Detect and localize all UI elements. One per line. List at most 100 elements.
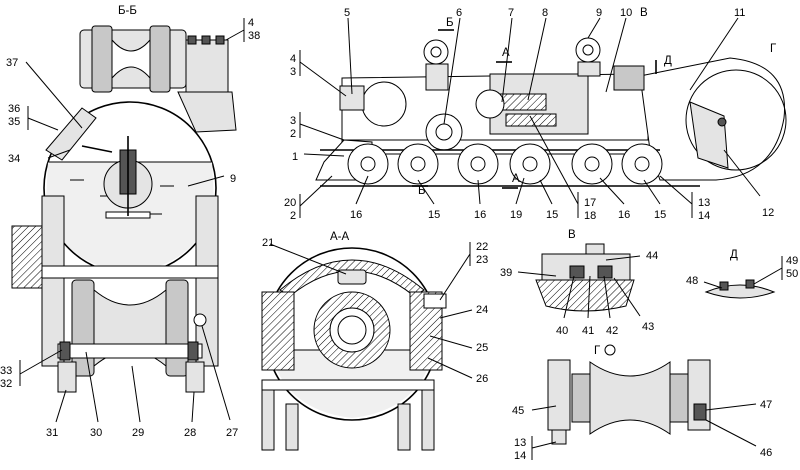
- leader-9-top: [587, 17, 601, 39]
- drive-box-v: [613, 65, 645, 91]
- callout-23: 23: [476, 254, 488, 266]
- leader-46: [705, 419, 757, 447]
- fill-cap-flange: [45, 107, 97, 161]
- callout-24: 24: [476, 304, 488, 316]
- upper-roller-left-hub: [430, 46, 442, 58]
- leader-42: [603, 275, 611, 319]
- leader-40: [563, 275, 575, 319]
- leader-11: [689, 17, 739, 91]
- callout-48: 48: [686, 275, 698, 287]
- callout-18: 18: [584, 210, 596, 222]
- lower-crossbar: [41, 265, 219, 279]
- leader-36-35: [27, 117, 59, 131]
- leader-48: [703, 281, 723, 289]
- callout-26: 26: [476, 373, 488, 385]
- callout-28: 28: [184, 427, 196, 439]
- callout-6: 6: [456, 7, 462, 19]
- callout-2: 2: [290, 128, 296, 140]
- leader-16b: [477, 179, 481, 205]
- callout-42: 42: [606, 325, 618, 337]
- leader-22-23: [439, 253, 471, 301]
- right-foot: [185, 361, 205, 393]
- leader-26: [427, 357, 473, 379]
- callout-3b: 3: [290, 115, 296, 127]
- track-roller-5: [571, 143, 613, 185]
- leader-3-2: [299, 123, 345, 141]
- d-cover-plate: [704, 284, 776, 299]
- upper-roller-right-stand: [577, 61, 601, 77]
- callout-15c: 15: [654, 209, 666, 221]
- track-roller-1: [347, 143, 389, 185]
- view-d-detail: Д: [704, 249, 776, 299]
- callout-13-g: 13: [514, 437, 526, 449]
- callout-19: 19: [510, 209, 522, 221]
- view-g-title: Г: [594, 345, 601, 357]
- view-g-labels: 45 47 46 13 14: [512, 399, 772, 462]
- g-right-flange: [669, 373, 689, 423]
- view-v-labels: 44 39 40 41 42 43: [500, 250, 658, 337]
- leader-8: [527, 17, 547, 101]
- aa-shaft: [329, 307, 375, 353]
- leader-12: [723, 149, 761, 197]
- callout-49: 49: [786, 255, 798, 267]
- bracket-bolt-right: [215, 35, 225, 45]
- leader-28: [191, 391, 195, 423]
- callout-40: 40: [556, 325, 568, 337]
- callout-3: 3: [290, 66, 296, 78]
- track-roller-3: [457, 143, 499, 185]
- callout-8: 8: [542, 7, 548, 19]
- v-body: [541, 253, 631, 281]
- side-view-leaders: [299, 17, 761, 218]
- leader-45: [531, 405, 557, 411]
- grease-fitting: [193, 313, 207, 327]
- view-v-detail: В: [535, 229, 635, 312]
- top-roller-bracket: [185, 39, 229, 93]
- leader-49-50: [753, 267, 783, 285]
- leader-1: [303, 153, 345, 157]
- top-roller-groove: [111, 38, 151, 80]
- mark-a-bottom: А: [512, 173, 520, 185]
- callout-35: 35: [8, 116, 20, 128]
- gearbox-lower-hatch: [505, 113, 557, 127]
- view-v-title: В: [568, 229, 576, 241]
- aa-inner-leg-left: [285, 403, 299, 451]
- track-roller-4-hub: [522, 156, 538, 172]
- idler-wheel-outline: [685, 69, 787, 171]
- side-view-labels: 5 4 3 3 2 1 20 2 6 7 8 9 10 11 12 13 14 …: [284, 7, 774, 222]
- callout-12: 12: [762, 207, 774, 219]
- d-bolt-right: [745, 279, 755, 289]
- callout-9-top: 9: [596, 7, 602, 19]
- track-roller-5-hub: [584, 156, 600, 172]
- leader-25: [429, 335, 473, 349]
- left-foot: [57, 361, 77, 393]
- leader-20-2: [299, 175, 333, 207]
- view-d-labels: 48 49 50: [686, 255, 798, 287]
- mark-d: Д: [664, 55, 672, 67]
- track-roller-2: [397, 143, 439, 185]
- callout-39: 39: [500, 267, 512, 279]
- aa-left-boss-hatch: [261, 291, 295, 371]
- callout-29: 29: [132, 427, 144, 439]
- leader-30: [85, 351, 99, 423]
- section-bb-view: Б-Б: [11, 5, 237, 393]
- callout-37: 37: [6, 57, 18, 69]
- section-bb-labels: 37 36 35 34 9 4 38 33 32 31 30 29 28 27: [0, 17, 260, 439]
- section-aa-labels: 21 22 23 24 25 26: [262, 237, 488, 385]
- aa-inner-leg-right: [397, 403, 411, 451]
- v-seal-42: [597, 265, 613, 279]
- leader-21: [269, 243, 347, 275]
- callout-34: 34: [8, 153, 20, 165]
- leader-4-3: [299, 61, 347, 97]
- leader-17-18: [529, 115, 579, 205]
- side-view: Б Б А А В Д Г: [315, 7, 787, 197]
- callout-15b: 15: [546, 209, 558, 221]
- leader-7: [501, 17, 513, 103]
- leader-15c: [643, 179, 661, 205]
- callout-5: 5: [344, 7, 350, 19]
- callout-25: 25: [476, 342, 488, 354]
- leader-10: [605, 17, 627, 93]
- callout-17: 17: [584, 197, 596, 209]
- view-d-title: Д: [730, 249, 738, 261]
- callout-33: 33: [0, 365, 12, 377]
